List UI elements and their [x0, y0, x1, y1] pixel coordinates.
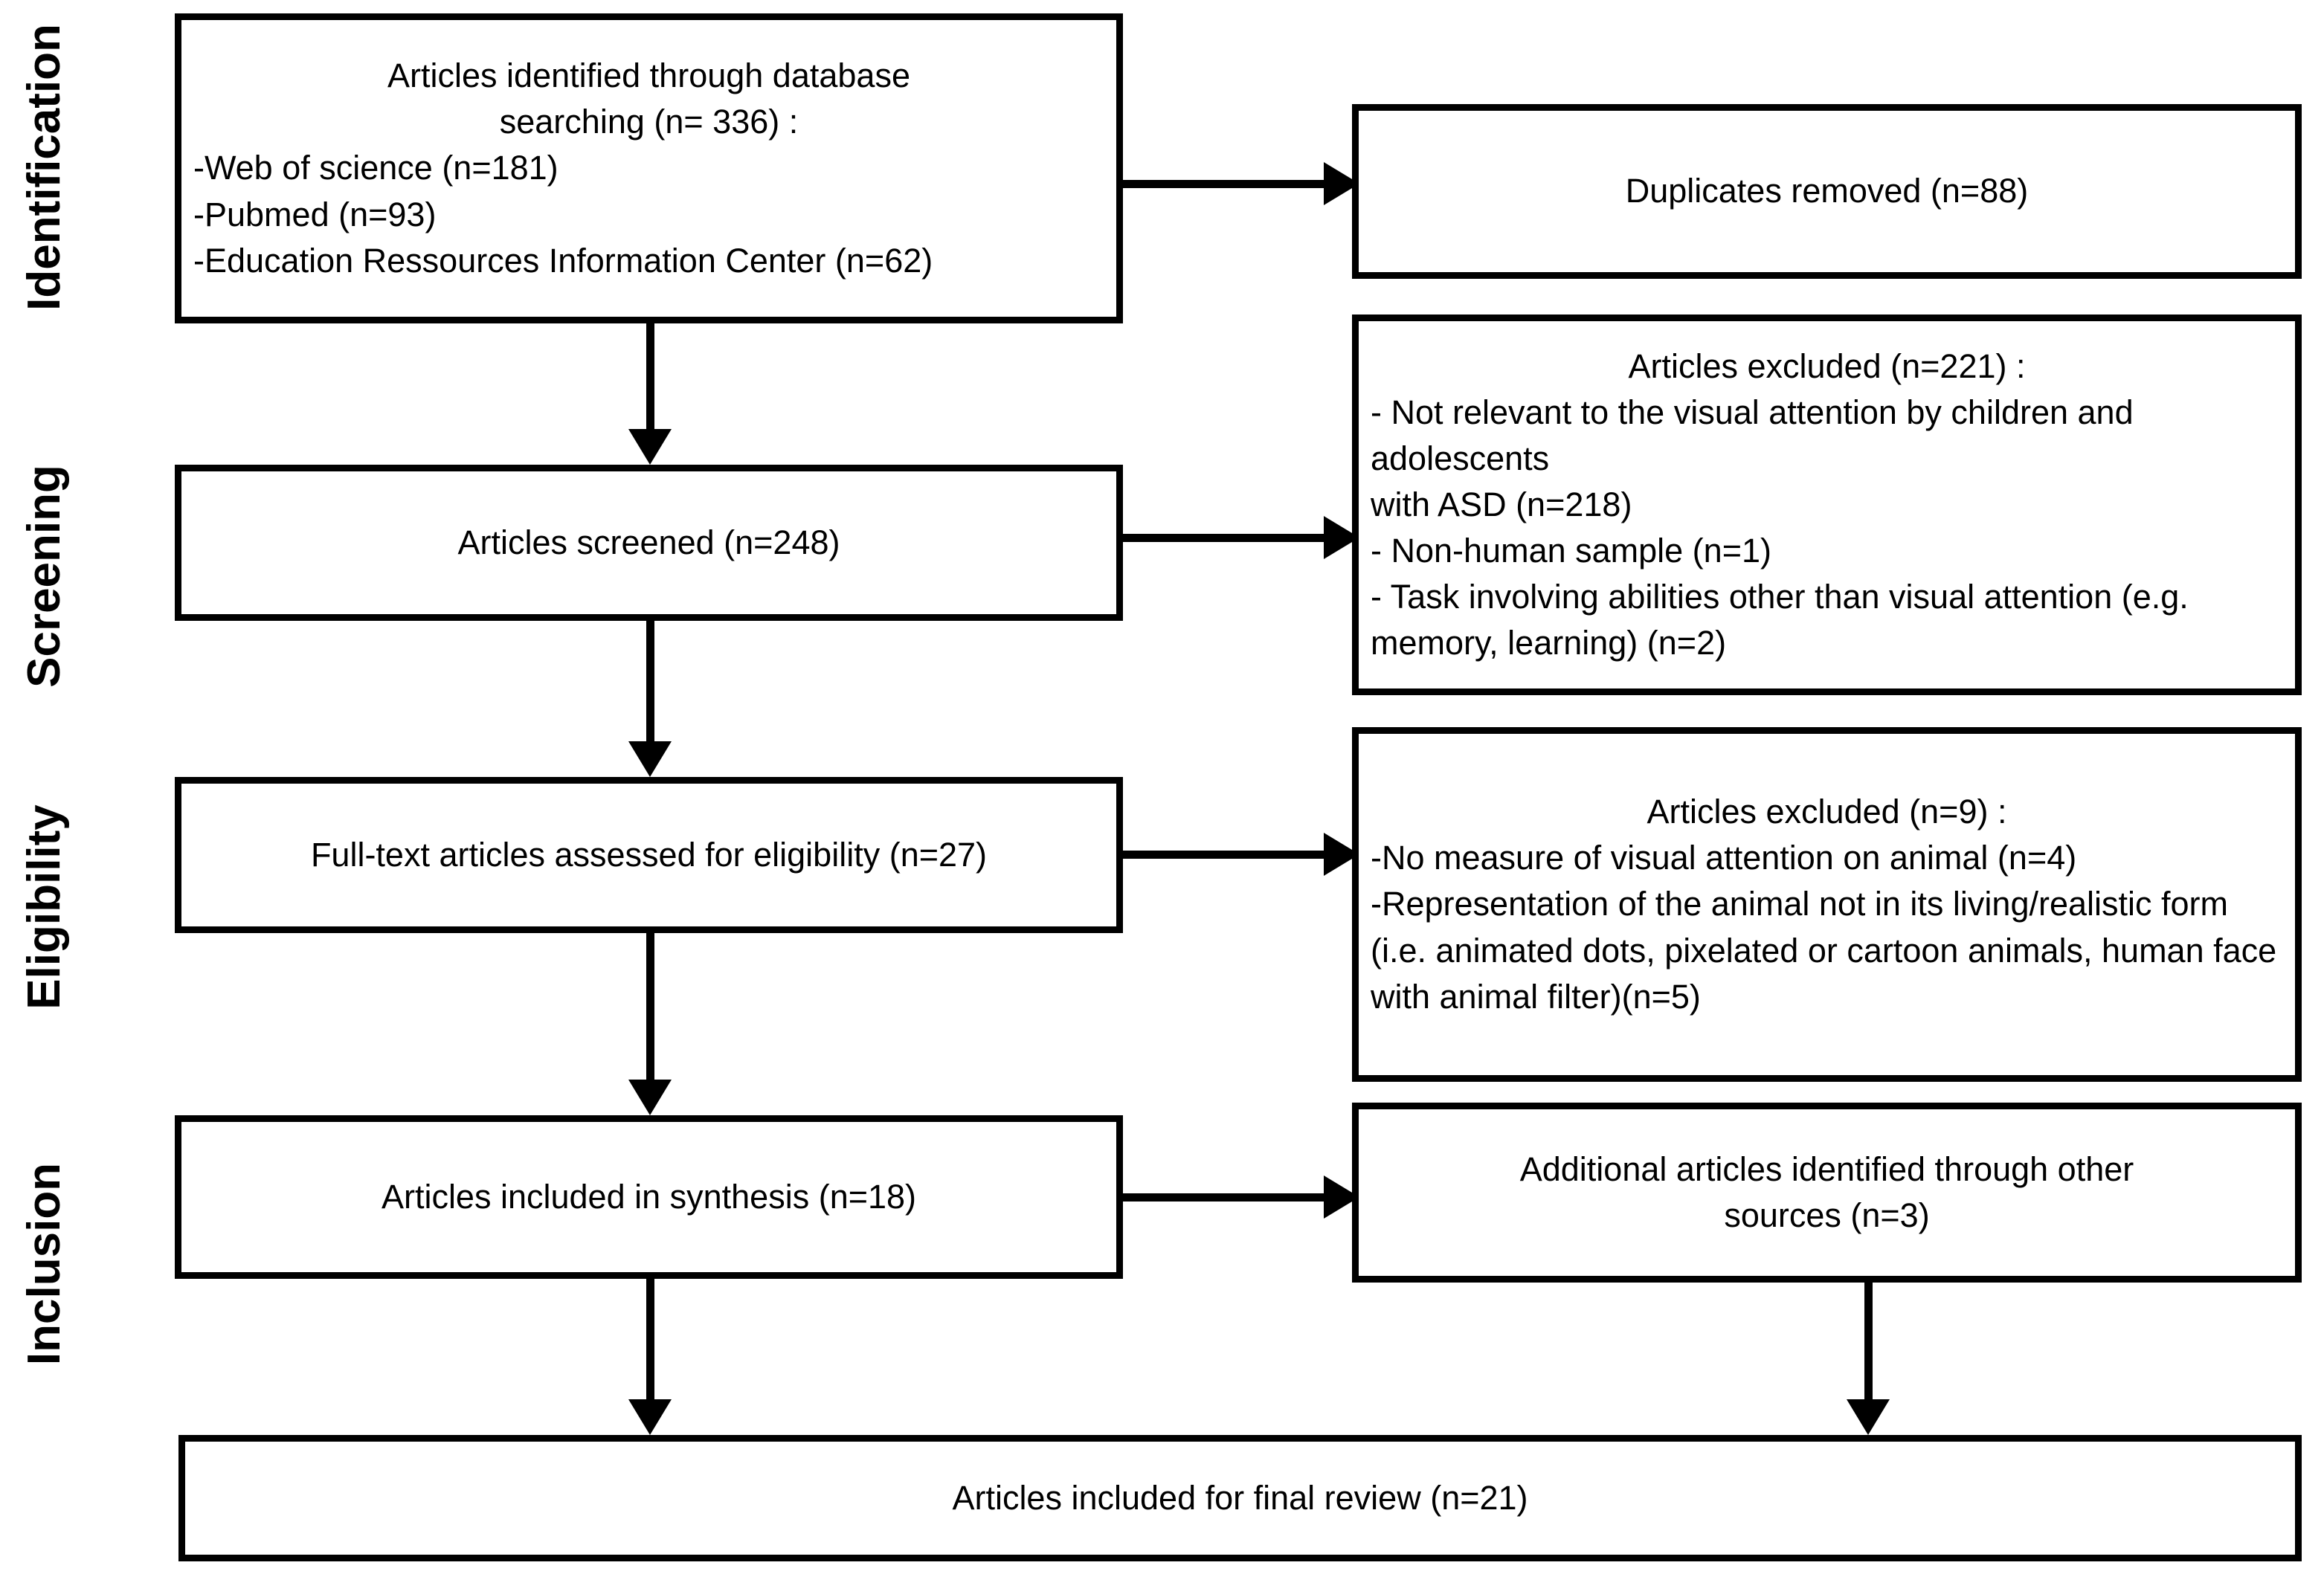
box-articles-included-synthesis-line1: Articles included in synthesis (n=18) — [381, 1177, 917, 1216]
box-articles-excluded-screening-line5: - Task involving abilities other than vi… — [1371, 578, 2189, 662]
box-additional-articles-line1: Additional articles identified through o… — [1519, 1149, 2134, 1188]
box-articles-identified[interactable]: Articles identified through database sea… — [175, 13, 1123, 323]
connector-screened-to-excluded-line — [1123, 534, 1337, 542]
box-articles-excluded-eligibility-line2: -No measure of visual attention on anima… — [1371, 839, 2077, 877]
box-articles-excluded-screening-line1: Articles excluded (n=221) : — [1628, 346, 2026, 385]
box-articles-final-review-line1: Articles included for final review (n=21… — [952, 1478, 1528, 1517]
box-articles-included-synthesis[interactable]: Articles included in synthesis (n=18) — [175, 1115, 1123, 1279]
box-articles-excluded-screening[interactable]: Articles excluded (n=221) : - Not releva… — [1352, 315, 2302, 695]
stage-label-identification: Identification — [0, 7, 89, 327]
box-duplicates-removed[interactable]: Duplicates removed (n=88) — [1352, 104, 2302, 279]
connector-additional-to-final-arrowhead — [1847, 1399, 1890, 1435]
connector-screened-to-fulltext-arrowhead — [628, 741, 672, 777]
stage-label-eligibility-text: Eligibility — [19, 804, 70, 1010]
connector-additional-to-final-line — [1864, 1283, 1873, 1399]
connector-screened-to-fulltext-line — [646, 621, 654, 741]
box-articles-excluded-screening-line2: - Not relevant to the visual attention b… — [1371, 393, 2134, 477]
box-additional-articles-content: Additional articles identified through o… — [1359, 1146, 2295, 1239]
connector-identified-to-screened-line — [646, 323, 654, 436]
box-articles-identified-line5: -Education Ressources Information Center… — [193, 241, 933, 280]
stage-label-inclusion: Inclusion — [0, 1123, 89, 1405]
box-articles-excluded-eligibility[interactable]: Articles excluded (n=9) : -No measure of… — [1352, 727, 2302, 1082]
box-fulltext-assessed[interactable]: Full-text articles assessed for eligibil… — [175, 777, 1123, 933]
box-articles-final-review[interactable]: Articles included for final review (n=21… — [178, 1435, 2302, 1561]
box-articles-screened-content: Articles screened (n=248) — [181, 520, 1116, 566]
box-articles-included-synthesis-content: Articles included in synthesis (n=18) — [181, 1174, 1116, 1220]
stage-label-screening: Screening — [0, 446, 89, 706]
stage-label-eligibility: Eligibility — [0, 744, 89, 1071]
box-articles-identified-content: Articles identified through database sea… — [181, 53, 1116, 283]
connector-synthesis-to-final-line — [646, 1279, 654, 1399]
box-articles-identified-line1: Articles identified through database — [387, 57, 910, 95]
stage-label-identification-text: Identification — [19, 24, 70, 311]
box-duplicates-removed-line1: Duplicates removed (n=88) — [1625, 172, 2029, 210]
box-articles-excluded-screening-line4: - Non-human sample (n=1) — [1371, 532, 1771, 570]
box-articles-screened[interactable]: Articles screened (n=248) — [175, 465, 1123, 621]
box-articles-final-review-content: Articles included for final review (n=21… — [185, 1475, 2295, 1521]
box-articles-excluded-eligibility-content: Articles excluded (n=9) : -No measure of… — [1359, 789, 2295, 1019]
connector-fulltext-to-excluded-line — [1123, 851, 1337, 859]
box-articles-excluded-eligibility-line3: -Representation of the animal not in its… — [1371, 885, 2277, 1016]
box-fulltext-assessed-line1: Full-text articles assessed for eligibil… — [310, 835, 988, 874]
box-additional-articles[interactable]: Additional articles identified through o… — [1352, 1103, 2302, 1283]
box-additional-articles-line2: sources (n=3) — [1724, 1196, 1930, 1234]
connector-fulltext-to-synthesis-arrowhead — [628, 1080, 672, 1115]
box-articles-excluded-screening-content: Articles excluded (n=221) : - Not releva… — [1359, 343, 2295, 667]
box-articles-excluded-eligibility-line1: Articles excluded (n=9) : — [1647, 793, 2007, 831]
connector-identified-to-screened-arrowhead — [628, 429, 672, 465]
box-fulltext-assessed-content: Full-text articles assessed for eligibil… — [181, 832, 1116, 878]
connector-synthesis-to-final-arrowhead — [628, 1399, 672, 1435]
connector-fulltext-to-synthesis-line — [646, 933, 654, 1080]
box-articles-screened-line1: Articles screened (n=248) — [457, 523, 840, 561]
box-articles-identified-line3: -Web of science (n=181) — [193, 149, 559, 187]
box-duplicates-removed-content: Duplicates removed (n=88) — [1359, 168, 2295, 214]
stage-label-screening-text: Screening — [19, 465, 70, 688]
box-articles-identified-line4: -Pubmed (n=93) — [193, 195, 437, 233]
connector-synthesis-to-additional-line — [1123, 1193, 1337, 1202]
box-articles-excluded-screening-line3: with ASD (n=218) — [1371, 485, 1632, 523]
connector-identified-to-duplicates-line — [1123, 180, 1337, 188]
box-articles-identified-line2: searching (n= 336) : — [499, 103, 799, 141]
stage-label-inclusion-text: Inclusion — [19, 1162, 71, 1366]
